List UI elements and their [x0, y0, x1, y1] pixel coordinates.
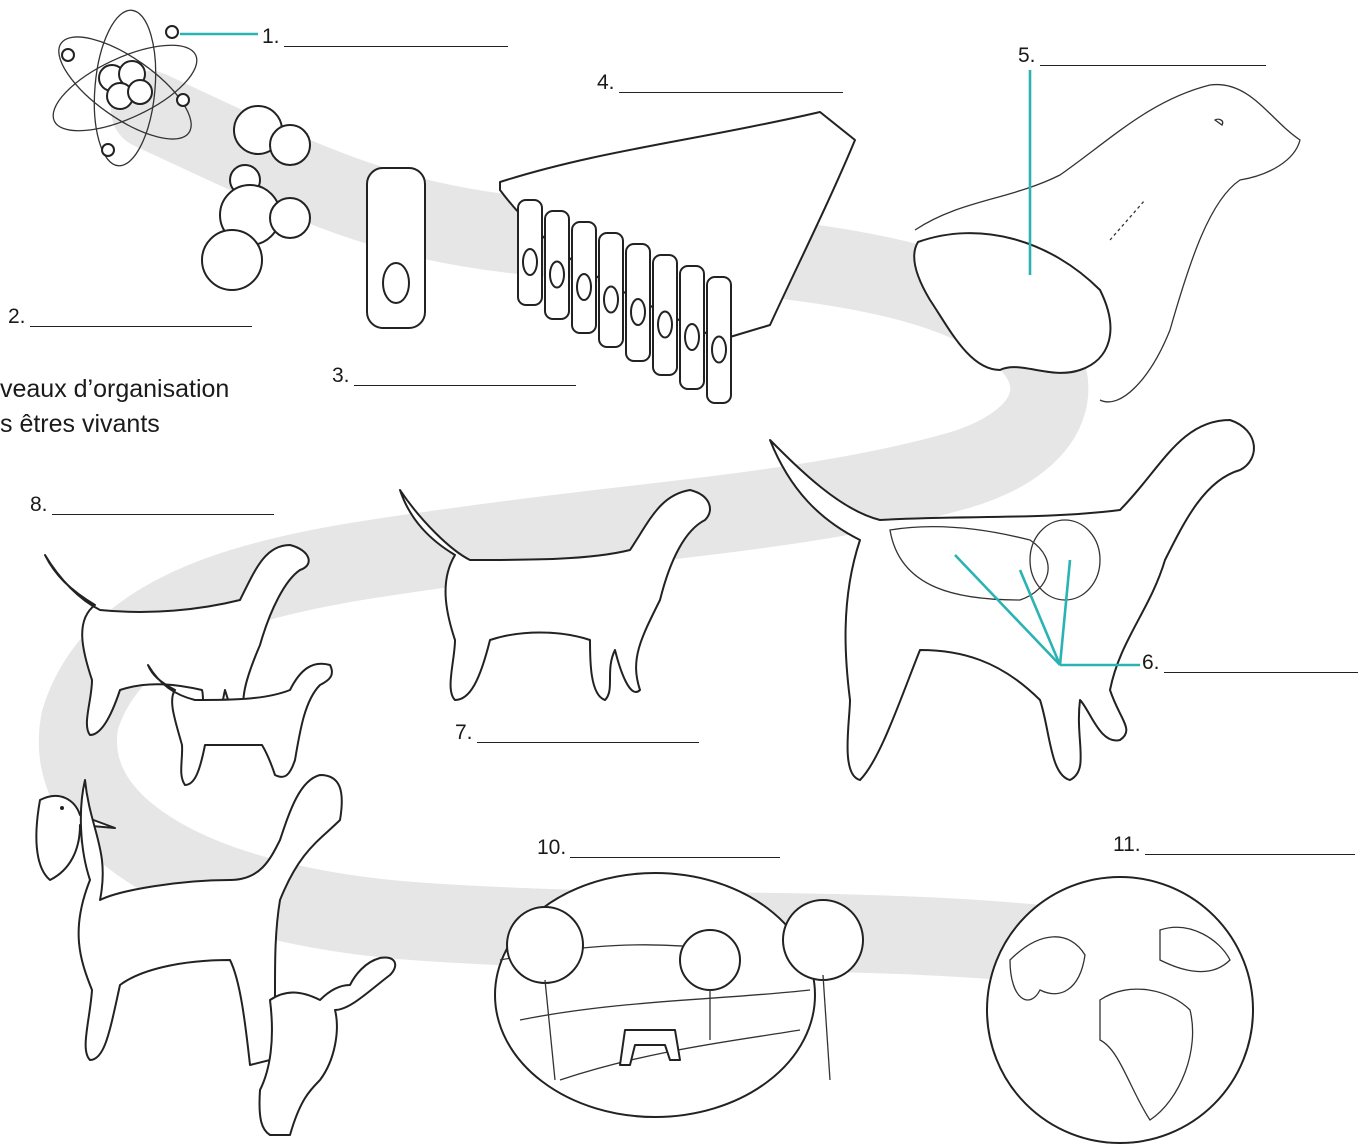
tissue-cell-nucleus [685, 324, 699, 350]
blank-label-6: 6. [1142, 652, 1358, 673]
answer-line[interactable] [477, 741, 699, 743]
tissue-cell-nucleus [577, 274, 591, 300]
blank-label-8: 8. [30, 494, 274, 515]
community-illustration [36, 775, 395, 1135]
blank-label-4: 4. [597, 72, 843, 93]
label-number: 7. [455, 722, 473, 743]
label-number: 3. [332, 365, 350, 386]
title-line-1: veaux d’organisation [0, 372, 229, 407]
answer-line[interactable] [1164, 671, 1358, 673]
organ-dog-illustration [914, 85, 1300, 402]
ecosystem-illustration [495, 873, 863, 1117]
tissue-cell-nucleus [604, 287, 618, 313]
label-number: 11. [1113, 834, 1141, 855]
label-number: 2. [8, 306, 26, 327]
tissue-illustration [500, 112, 855, 403]
answer-line[interactable] [1040, 64, 1266, 66]
answer-line[interactable] [30, 325, 252, 327]
blank-label-7: 7. [455, 722, 699, 743]
blank-label-5: 5. [1018, 45, 1266, 66]
tissue-cell-nucleus [658, 312, 672, 338]
answer-line[interactable] [570, 856, 780, 858]
answer-line[interactable] [1145, 853, 1355, 855]
blank-label-10: 10. [537, 837, 780, 858]
title-line-2: s êtres vivants [0, 407, 229, 442]
tissue-cell-nucleus [712, 337, 726, 363]
blank-label-3: 3. [332, 365, 576, 386]
cell-illustration [367, 168, 425, 328]
tissue-cell-nucleus [631, 299, 645, 325]
answer-line[interactable] [619, 91, 843, 93]
blank-label-1: 1. [262, 26, 508, 47]
answer-line[interactable] [284, 45, 508, 47]
label-number: 10. [537, 837, 566, 858]
label-number: 1. [262, 26, 280, 47]
diagram-title: veaux d’organisation s êtres vivants [0, 372, 229, 442]
label-number: 8. [30, 494, 48, 515]
label-number: 5. [1018, 45, 1036, 66]
blank-label-11: 11. [1113, 834, 1355, 855]
answer-line[interactable] [354, 384, 576, 386]
biosphere-illustration [987, 877, 1253, 1143]
blank-label-2: 2. [8, 306, 252, 327]
answer-line[interactable] [52, 513, 274, 515]
label-number: 6. [1142, 652, 1160, 673]
tissue-cell-nucleus [523, 249, 537, 275]
tissue-cell-nucleus [550, 262, 564, 288]
label-number: 4. [597, 72, 615, 93]
